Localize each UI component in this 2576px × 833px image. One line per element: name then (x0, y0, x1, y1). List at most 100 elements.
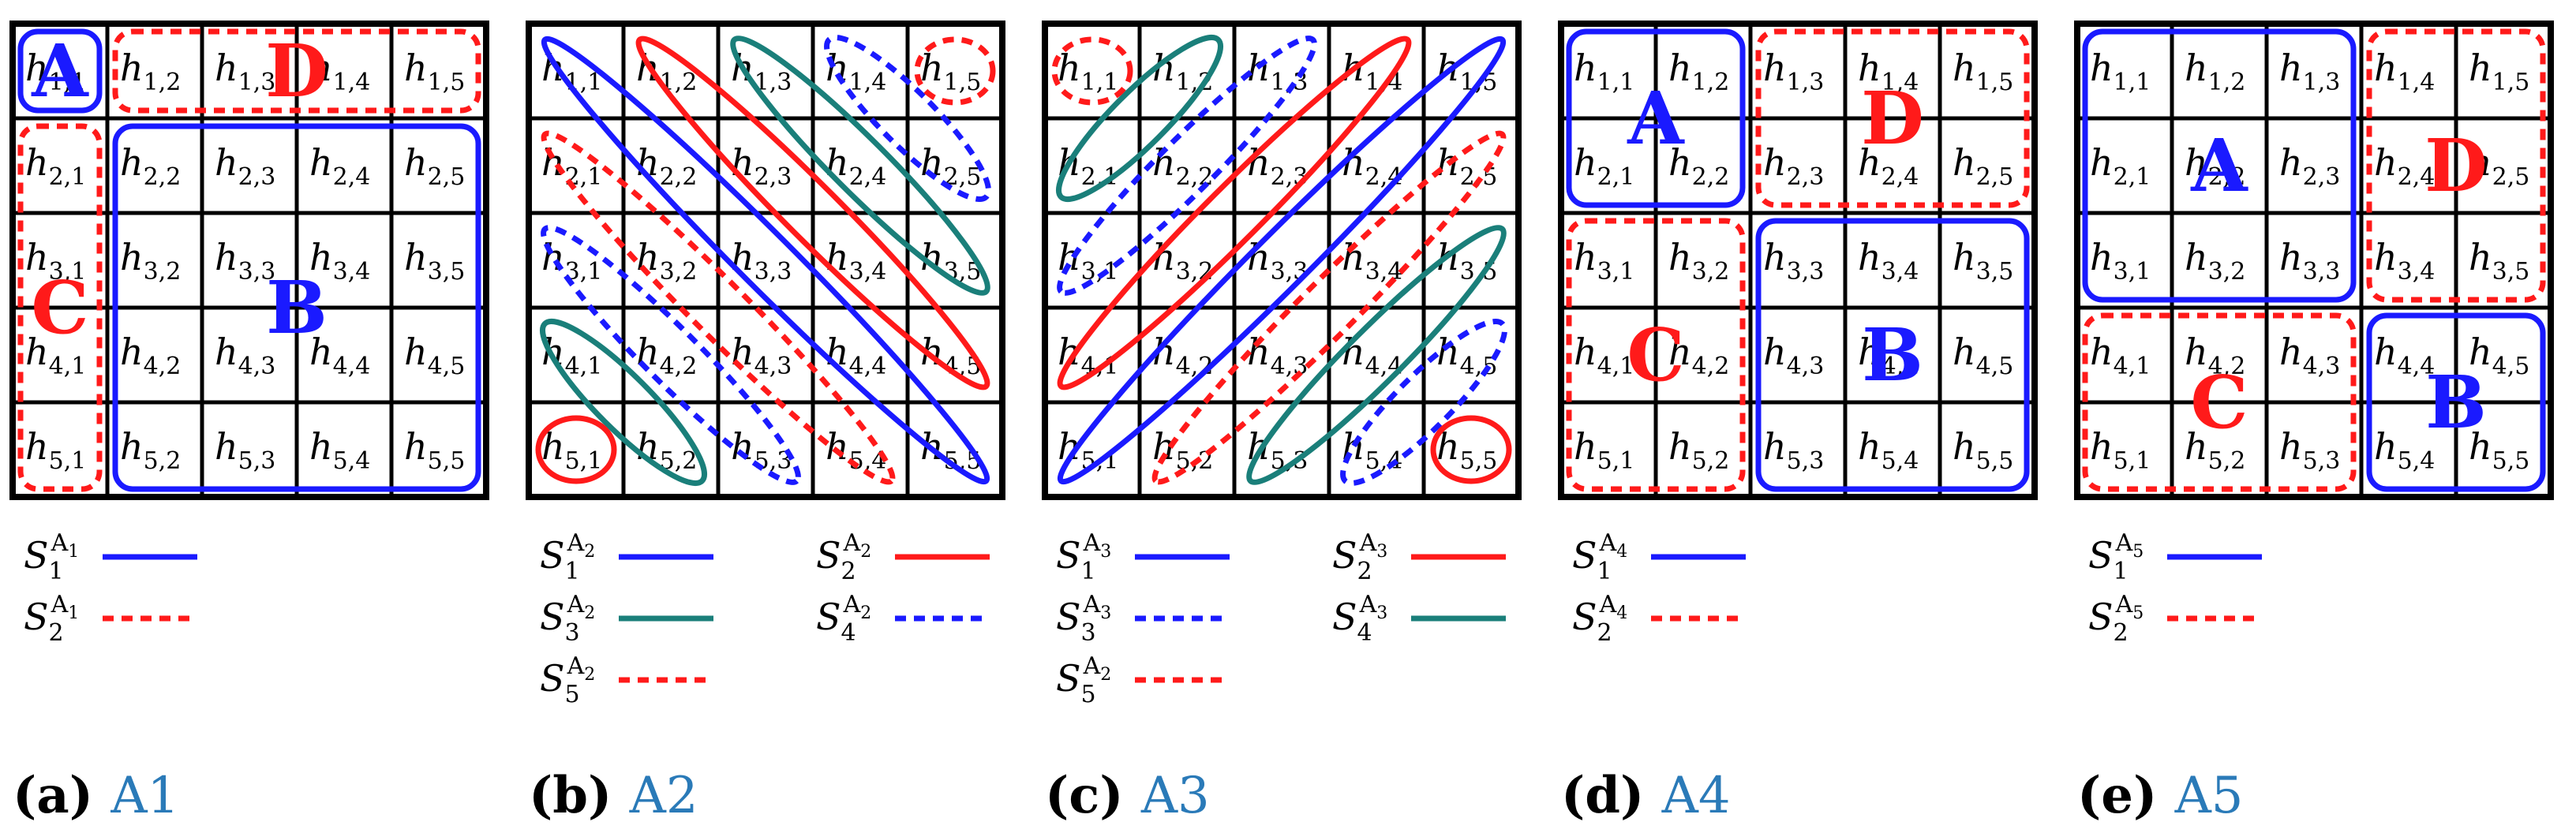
caption-name: A2 (629, 767, 698, 825)
cell-label-3-5: h3,5 (1953, 236, 2013, 286)
cell-label-1-5: h1,5 (920, 47, 981, 96)
cell-label-5-1: h5,1 (2090, 425, 2151, 475)
cell-label-3-2: h3,2 (120, 236, 181, 286)
cell-label-5-2: h5,2 (120, 425, 181, 475)
cell-label-5-3: h5,3 (2279, 425, 2340, 475)
cell-label-1-2: h1,2 (120, 47, 181, 96)
cell-label-2-1: h2,1 (25, 141, 86, 191)
cell-label-3-1: h3,1 (1574, 236, 1634, 286)
cell-label-5-1: h5,1 (541, 425, 602, 475)
legend-entry-label: S2A3 (1332, 529, 1387, 585)
region-label-B: B (1862, 312, 1923, 398)
caption-name: A3 (1140, 767, 1210, 825)
cell-label-2-1: h2,1 (1574, 141, 1634, 191)
cell-label-4-3: h4,3 (2279, 331, 2340, 380)
grid-border (1558, 21, 2038, 500)
cell-label-1-2: h1,2 (636, 47, 697, 96)
legend-entry-label: S2A4 (1572, 591, 1627, 647)
cell-label-3-1: h3,1 (2090, 236, 2151, 286)
region-A (17, 28, 103, 114)
cell-label-5-4: h5,4 (1858, 425, 1919, 475)
ellipse-s3-upper-diagonal (730, 35, 990, 296)
ellipse-s4-upper-diagonal (824, 35, 991, 202)
ellipse-s2-corner (1430, 415, 1512, 484)
region-B (2366, 312, 2546, 492)
region-label-C: C (2190, 360, 2248, 445)
legend-entry-label: S1A5 (2088, 529, 2144, 585)
ellipse-s1-main-diagonal (541, 35, 990, 485)
region-label-A: A (1627, 76, 1685, 161)
ellipse-s2-upper-diagonal (635, 35, 990, 390)
cell-label-1-5: h1,5 (2469, 47, 2529, 96)
ellipse-s3-anti-diagonal-upper (1057, 35, 1317, 296)
region-A (2082, 28, 2357, 303)
cell-label-5-5: h5,5 (1436, 425, 1497, 475)
cell-label-2-3: h2,3 (2279, 141, 2340, 191)
cell-label-4-5: h4,5 (1953, 331, 2013, 380)
legend-entry-label: S3A2 (540, 591, 595, 647)
legend-entry-label: S2A5 (2088, 591, 2144, 647)
legend-entry-label: S3A3 (1056, 591, 1111, 647)
legend-entry-label: S1A4 (1572, 529, 1627, 585)
cell-label-5-4: h5,4 (309, 425, 370, 475)
legend-entry-label: S5A2 (1056, 652, 1111, 708)
caption-letter: (c) (1045, 766, 1141, 825)
ellipse-s4-lower-diagonal (541, 225, 801, 485)
caption-name: A4 (1661, 767, 1731, 825)
region-D (112, 28, 481, 114)
cell-label-1-3: h1,3 (1763, 47, 1824, 96)
panel-caption: (e) A5 (2077, 766, 2244, 825)
region-label-D: D (2424, 123, 2488, 208)
caption-letter: (b) (529, 766, 630, 825)
panel-caption: (d) A4 (1561, 766, 1731, 825)
region-C (1566, 218, 1746, 492)
cell-label-2-4: h2,4 (309, 141, 370, 191)
cell-label-1-1: h1,1 (2090, 47, 2151, 96)
cell-label-1-3: h1,3 (731, 47, 792, 96)
cell-label-4-2: h4,2 (636, 331, 697, 380)
grid-border (2074, 21, 2554, 500)
cell-label-3-4: h3,4 (2374, 236, 2435, 286)
cell-label-5-5: h5,5 (404, 425, 465, 475)
cell-label-5-4: h5,4 (1342, 425, 1402, 475)
region-label-A: A (31, 28, 89, 114)
cell-label-1-5: h1,5 (1953, 47, 2013, 96)
cell-label-3-1: h3,1 (1058, 236, 1118, 286)
region-label-B: B (2425, 360, 2487, 445)
cell-label-1-2: h1,2 (2185, 47, 2245, 96)
cell-label-1-2: h1,2 (1152, 47, 1213, 96)
ellipse-s3-anti-diagonal-lower (1340, 319, 1507, 486)
region-label-B: B (266, 265, 328, 350)
legend-entry-label: S1A2 (540, 529, 595, 585)
ellipse-s5-anti-diagonal-lower (1151, 130, 1507, 485)
cell-label-3-3: h3,3 (2279, 236, 2340, 286)
region-label-C: C (31, 265, 88, 350)
legend-entry-label: S2A1 (24, 591, 79, 647)
cell-label-3-5: h3,5 (404, 236, 465, 286)
cell-label-5-1: h5,1 (1574, 425, 1634, 475)
panel-caption: (a) A1 (13, 766, 179, 825)
region-label-A: A (2190, 123, 2248, 208)
cell-label-5-2: h5,2 (1668, 425, 1729, 475)
cell-label-2-2: h2,2 (120, 141, 181, 191)
cell-label-3-4: h3,4 (826, 236, 886, 286)
cell-label-5-3: h5,3 (215, 425, 275, 475)
legend-entry-label: S4A2 (816, 591, 871, 647)
cell-label-5-1: h5,1 (25, 425, 86, 475)
cell-label-4-5: h4,5 (404, 331, 465, 380)
cell-label-3-2: h3,2 (2185, 236, 2245, 286)
cell-label-1-3: h1,3 (2279, 47, 2340, 96)
caption-letter: (e) (2077, 766, 2175, 825)
cell-label-2-3: h2,3 (1763, 141, 1824, 191)
region-D (2366, 28, 2546, 303)
ellipse-s1-anti-diagonal (1057, 35, 1507, 485)
cell-label-3-4: h3,4 (1858, 236, 1919, 286)
